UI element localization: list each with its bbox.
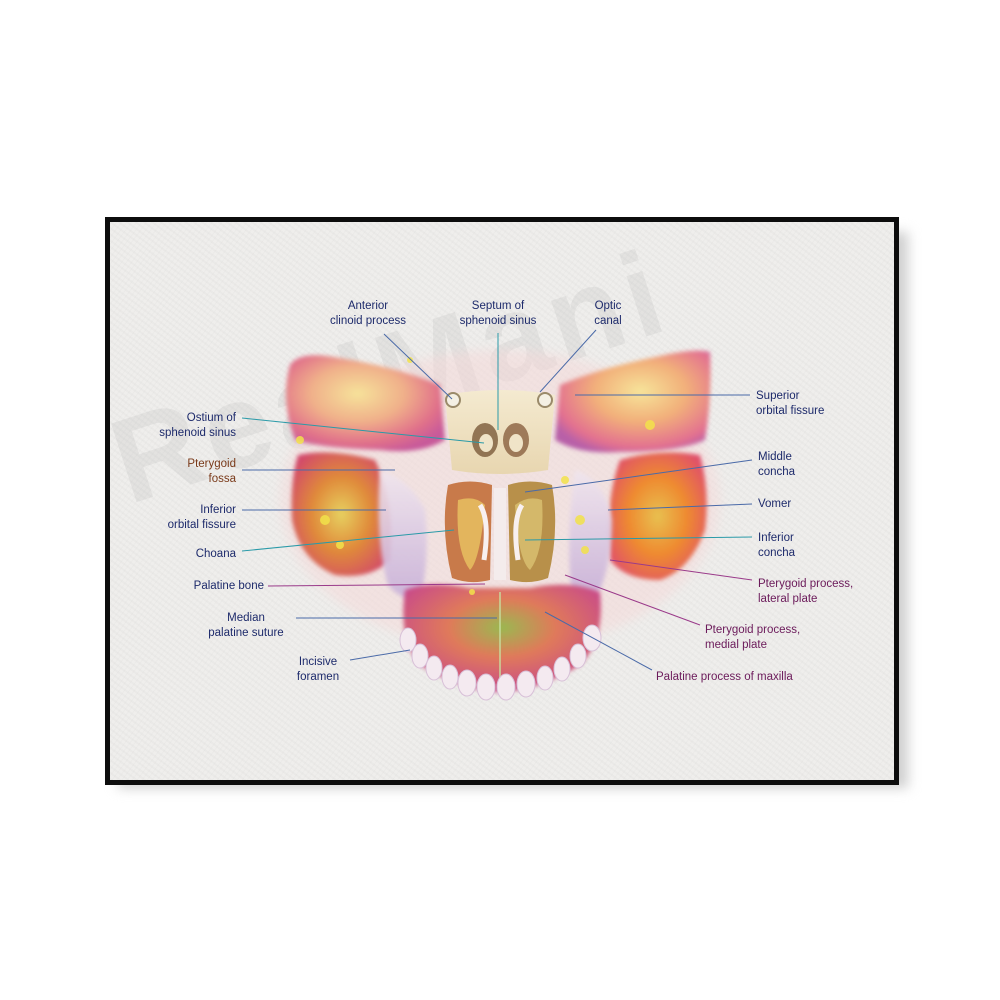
label-incisive-foramen: Incisive foramen	[296, 656, 340, 683]
label-median-suture: Median palatine suture	[208, 612, 284, 639]
vomer-bone	[494, 488, 506, 580]
sphenoid-body	[445, 390, 555, 474]
leader-pterygoid-medial	[564, 574, 701, 626]
tooth	[457, 669, 477, 697]
label-vomer: Vomer	[758, 498, 792, 510]
leader-incisive	[349, 649, 411, 661]
label-palatine-bone: Palatine bone	[193, 580, 264, 592]
leader-optic-canal	[539, 329, 597, 393]
paint-speckles	[296, 357, 655, 595]
right-maxilla	[608, 452, 707, 580]
teeth	[399, 624, 602, 701]
tooth	[411, 643, 429, 669]
label-pterygoid-fossa: Pterygoid fossa	[187, 458, 236, 485]
label-anterior-clinoid: Anterior clinoid process	[329, 300, 407, 327]
leader-ostium	[241, 417, 485, 444]
leader-pterygoid-lateral	[609, 559, 753, 581]
label-inferior-concha: Inferior concha	[758, 532, 796, 559]
label-pterygoid-lateral: Pterygoid process, lateral plate	[758, 578, 854, 605]
label-optic-canal: Optic canal	[594, 300, 622, 327]
clinoid-right	[537, 392, 553, 408]
label-palatine-maxilla: Palatine process of maxilla	[656, 671, 793, 683]
label-inferior-orbital: Inferior orbital fissure	[167, 504, 236, 531]
tooth	[399, 627, 417, 653]
left-greater-wing	[286, 355, 445, 452]
left-maxilla	[291, 452, 391, 576]
right-pterygoid-plate	[569, 470, 612, 597]
label-pterygoid-medial: Pterygoid process, medial plate	[705, 624, 801, 651]
leader-lines	[241, 329, 753, 671]
leader-inferior-concha	[524, 536, 753, 541]
tooth	[425, 655, 443, 681]
tooth	[536, 665, 554, 691]
label-ostium-sphenoid: Ostium of sphenoid sinus	[159, 412, 236, 439]
right-greater-wing	[555, 350, 711, 453]
tooth	[496, 673, 516, 701]
leader-vomer	[607, 503, 753, 511]
middle-concha-left	[457, 498, 485, 570]
label-middle-concha: Middle concha	[758, 451, 796, 478]
tooth	[569, 643, 587, 669]
leader-palatine-bone	[267, 583, 486, 587]
leader-choana	[241, 529, 455, 552]
middle-concha-right	[515, 498, 543, 570]
sinus-ostium-left	[479, 434, 493, 452]
tooth	[441, 664, 459, 690]
tooth	[553, 656, 571, 682]
leader-palatine-maxilla	[544, 611, 653, 671]
tooth	[476, 673, 496, 701]
leader-anterior-clinoid	[383, 333, 453, 400]
tooth	[516, 670, 536, 698]
concha-highlight	[477, 503, 525, 561]
sinus-ostium-right	[509, 434, 523, 452]
label-septum-sphenoid: Septum of sphenoid sinus	[459, 300, 537, 327]
label-choana: Choana	[195, 548, 236, 560]
label-superior-orbital: Superior orbital fissure	[756, 390, 825, 417]
leader-middle-concha	[524, 459, 753, 493]
